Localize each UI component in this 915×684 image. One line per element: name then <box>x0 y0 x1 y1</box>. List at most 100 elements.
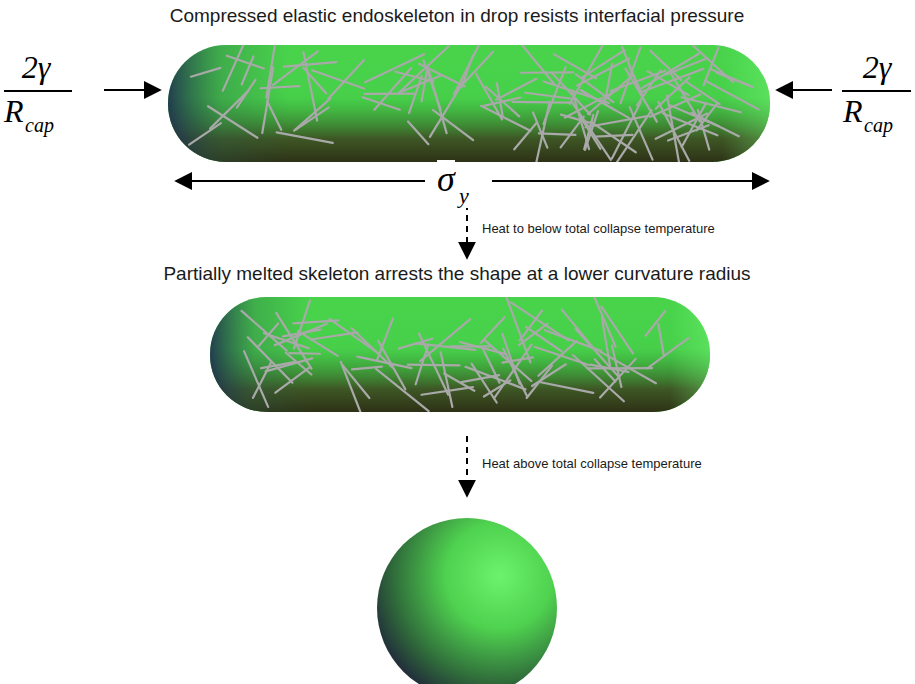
rod <box>261 362 296 368</box>
stress-arrow <box>492 180 768 182</box>
rod <box>527 366 552 398</box>
pressure-denominator: R <box>4 94 24 129</box>
rod <box>641 54 698 89</box>
rod <box>658 324 663 355</box>
rod <box>296 107 329 129</box>
elongated-drop <box>168 35 770 166</box>
rod <box>421 387 472 395</box>
rod <box>476 74 502 120</box>
rod <box>521 71 573 74</box>
rod <box>416 345 428 385</box>
rod <box>520 45 554 84</box>
rod <box>650 51 681 80</box>
rod <box>525 93 570 99</box>
process-note: Heat above total collapse temperature <box>482 457 702 471</box>
rod <box>341 362 362 412</box>
rod <box>682 97 741 112</box>
rod <box>433 110 473 140</box>
rod <box>454 45 484 94</box>
rod <box>647 338 688 368</box>
rod <box>496 79 537 100</box>
rod <box>646 311 666 336</box>
rod <box>329 319 378 353</box>
stress-arrow <box>176 180 425 182</box>
rod <box>512 101 570 104</box>
rod <box>294 99 330 131</box>
subscript: y <box>459 184 469 208</box>
rod <box>303 52 317 120</box>
process-note: Heat to below total collapse temperature <box>482 222 715 236</box>
rod <box>277 132 333 142</box>
rod <box>275 324 327 345</box>
rod <box>262 67 273 133</box>
rod <box>535 347 590 365</box>
fraction-bar <box>4 90 72 92</box>
process-arrow <box>466 436 468 496</box>
rod <box>227 56 264 69</box>
rod <box>600 359 636 398</box>
rod <box>189 123 221 145</box>
pressure-arrow <box>777 89 832 91</box>
rod <box>374 68 411 110</box>
rod <box>210 91 248 128</box>
rod <box>520 311 542 341</box>
rod <box>456 52 493 92</box>
rod <box>621 48 641 104</box>
rod <box>461 56 472 87</box>
rod <box>266 45 276 97</box>
fraction-bar <box>842 90 911 92</box>
rod <box>710 69 753 88</box>
rod <box>704 48 719 86</box>
rod <box>244 351 268 407</box>
panel-heading: Compressed elastic endoskeleton in drop … <box>170 6 745 27</box>
relaxed-drop <box>210 292 710 416</box>
process-arrow <box>466 204 468 258</box>
rod <box>261 86 300 88</box>
endoskeleton-rods <box>242 297 689 412</box>
rod <box>408 122 428 145</box>
rod <box>191 68 221 77</box>
pressure-denominator: R <box>843 94 863 129</box>
rod <box>365 54 424 82</box>
pressure-arrow <box>104 89 160 91</box>
rod <box>376 369 429 411</box>
panel-heading: Partially melted skeleton arrests the sh… <box>163 264 750 285</box>
pressure-numerator: 2γ <box>22 50 51 85</box>
rod <box>284 62 336 66</box>
rod <box>544 81 609 103</box>
rod <box>273 51 318 84</box>
rod <box>577 59 629 86</box>
rod <box>481 317 505 342</box>
rod <box>223 45 246 91</box>
subscript: cap <box>25 114 54 136</box>
rod <box>595 359 616 381</box>
rod <box>545 330 602 351</box>
rod <box>561 117 584 148</box>
rod <box>312 70 364 88</box>
rod <box>428 67 447 133</box>
stress-symbol: σ <box>437 160 455 200</box>
rod <box>294 301 310 349</box>
subscript: cap <box>864 114 893 136</box>
rod <box>601 352 656 383</box>
rod <box>328 60 364 99</box>
rod <box>422 72 427 102</box>
rod <box>483 349 499 382</box>
rod <box>698 110 709 149</box>
rod <box>298 331 338 356</box>
pressure-numerator: 2γ <box>863 50 892 85</box>
rod <box>481 106 530 131</box>
rod <box>514 122 537 149</box>
rod <box>691 113 738 136</box>
rod <box>587 367 652 369</box>
rod <box>588 75 633 114</box>
rod <box>592 297 615 347</box>
rod <box>289 352 320 355</box>
rod <box>460 342 505 354</box>
rod <box>267 102 281 130</box>
rod <box>561 115 594 124</box>
rod <box>539 382 593 393</box>
rod <box>591 122 636 152</box>
